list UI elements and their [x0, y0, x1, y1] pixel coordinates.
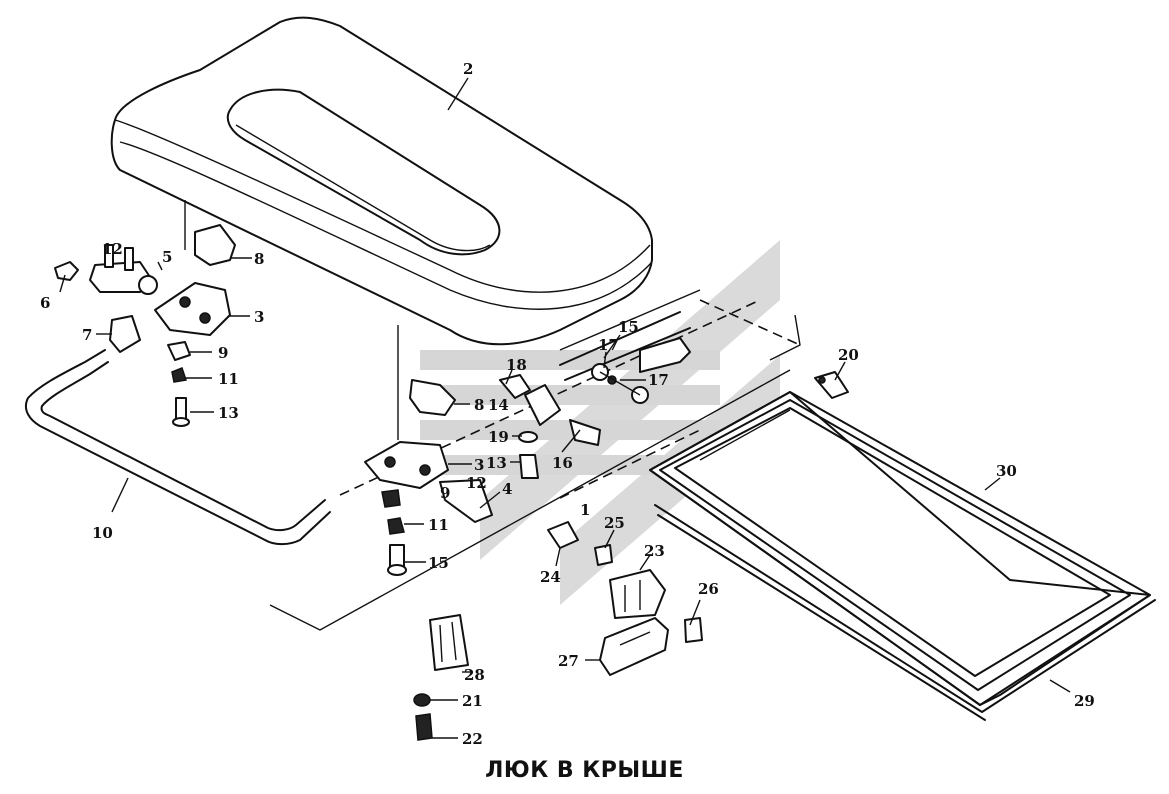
callout-2: 2: [463, 60, 473, 78]
window-frame: [649, 391, 1156, 721]
callout-15-top: 15: [618, 318, 639, 336]
callout-25: 25: [604, 514, 625, 532]
callout-11-center: 11: [428, 516, 449, 534]
callout-18: 18: [506, 356, 527, 374]
callout-12-center: 12: [466, 474, 487, 492]
callout-8-left: 8: [254, 250, 264, 268]
strut-assembly: [559, 289, 701, 404]
hatch-cover: [110, 16, 653, 346]
callout-24: 24: [540, 568, 561, 586]
callout-20: 20: [838, 346, 859, 364]
callout-7: 7: [82, 326, 92, 344]
callout-3-center: 3: [474, 456, 484, 474]
callout-23: 23: [644, 542, 665, 560]
callout-9-left: 9: [218, 344, 228, 362]
callout-9-center: 9: [440, 484, 450, 502]
callout-4: 4: [502, 480, 512, 498]
callout-22: 22: [462, 730, 483, 748]
callout-13-left: 13: [218, 404, 239, 422]
callout-6: 6: [40, 294, 50, 312]
callout-30: 30: [996, 462, 1017, 480]
callout-labels: 2 12 8 5 6 3 7 9 11 13 10 15 17 17 18 14…: [40, 60, 1095, 748]
callout-14: 14: [488, 396, 509, 414]
callout-3-left: 3: [254, 308, 264, 326]
callout-28: 28: [464, 666, 485, 684]
callout-11-left: 11: [218, 370, 239, 388]
callout-16: 16: [552, 454, 573, 472]
callout-19: 19: [488, 428, 509, 446]
left-hinge-parts: [54, 224, 236, 427]
callout-29: 29: [1074, 692, 1095, 710]
callout-26: 26: [698, 580, 719, 598]
center-hinge-parts: [364, 374, 601, 576]
callout-1: 1: [580, 501, 590, 519]
callout-5: 5: [162, 248, 172, 266]
callout-10: 10: [92, 524, 113, 542]
callout-8-center: 8: [474, 396, 484, 414]
clip-part: [814, 371, 849, 399]
diagram-caption: ЛЮК В КРЫШЕ: [485, 758, 684, 783]
leader-lines: [59, 77, 1071, 739]
callout-21: 21: [462, 692, 483, 710]
seal-tube: [24, 349, 331, 546]
callout-13-center: 13: [486, 454, 507, 472]
callout-27: 27: [558, 652, 579, 670]
callout-17-right: 17: [648, 371, 669, 389]
callout-12-left: 12: [102, 240, 123, 258]
callout-15-center: 15: [428, 554, 449, 572]
lower-parts: [413, 521, 703, 741]
callout-17-top: 17: [598, 336, 619, 354]
